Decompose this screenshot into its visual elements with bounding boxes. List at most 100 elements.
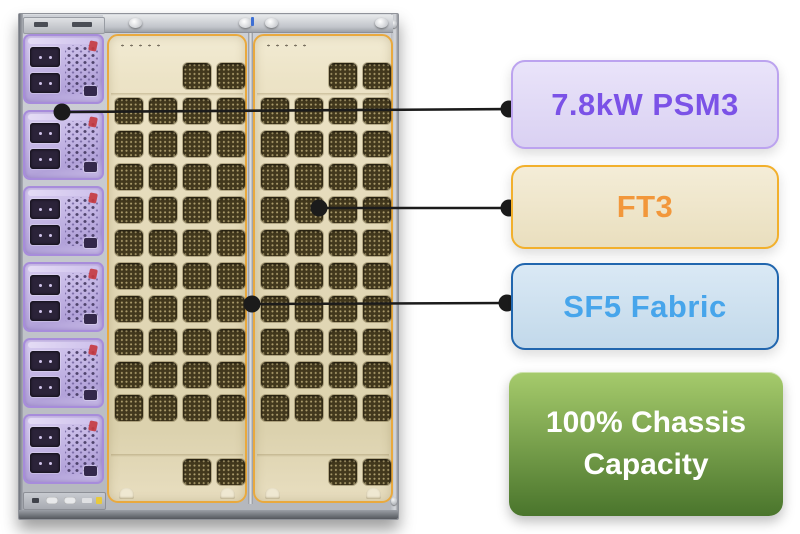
chassis-top-rail xyxy=(103,15,393,33)
vent-tile xyxy=(261,230,289,256)
vent-tile xyxy=(363,131,391,157)
power-inlet xyxy=(30,274,61,295)
vent-tile xyxy=(149,296,177,322)
power-inlet xyxy=(30,452,61,474)
vent-tile xyxy=(295,395,323,421)
vent-tile xyxy=(115,197,143,223)
vent-tile xyxy=(261,395,289,421)
vent-tile xyxy=(183,459,211,485)
fan-tray-door-left xyxy=(107,34,247,503)
port-icon xyxy=(32,498,39,503)
door-handle-knob xyxy=(239,18,252,28)
psm-bottom-panel xyxy=(23,492,106,510)
callout-label-sf5-text: SF5 Fabric xyxy=(563,288,727,324)
vent-tile xyxy=(217,263,245,289)
psm-module xyxy=(23,338,104,408)
vent-tile xyxy=(217,197,245,223)
vent-tile xyxy=(183,263,211,289)
vent-tile xyxy=(363,230,391,256)
vent-tile xyxy=(115,296,143,322)
vent-tile xyxy=(363,296,391,322)
vent-tile xyxy=(261,98,289,124)
power-inlet xyxy=(30,46,61,67)
power-inlet xyxy=(30,224,61,246)
vent-tile xyxy=(115,230,143,256)
vent-tile xyxy=(363,164,391,190)
door-handle-knob xyxy=(129,18,142,28)
vent-tile xyxy=(261,131,289,157)
vent-tile xyxy=(295,329,323,355)
vent-tile xyxy=(261,164,289,190)
door-handle-knob xyxy=(375,18,388,28)
vent-tile xyxy=(183,63,211,89)
psm-module xyxy=(23,186,104,256)
vent-tile xyxy=(295,362,323,388)
psm-column xyxy=(23,34,104,490)
power-inlet xyxy=(30,72,61,94)
vent-tile xyxy=(329,263,357,289)
vent-tile xyxy=(329,362,357,388)
vent-tile xyxy=(363,362,391,388)
power-inlet xyxy=(30,148,61,170)
vent-tile xyxy=(217,395,245,421)
callout-label-ft3-text: FT3 xyxy=(616,189,674,224)
vent-tile xyxy=(149,197,177,223)
power-inlet xyxy=(30,198,61,219)
vent-tile xyxy=(149,230,177,256)
screw-icon xyxy=(391,497,397,505)
door-divider xyxy=(248,33,253,504)
connector-block xyxy=(83,465,97,477)
vent-tile xyxy=(329,197,357,223)
vent-tile xyxy=(363,63,391,89)
vent-tile xyxy=(261,362,289,388)
vent-tile xyxy=(115,395,143,421)
vent-tile xyxy=(295,98,323,124)
port-icon xyxy=(46,497,58,504)
vent-tile xyxy=(329,230,357,256)
connector-block xyxy=(83,313,97,325)
connector-block xyxy=(83,237,97,249)
vent-tile xyxy=(183,131,211,157)
psm-top-plate xyxy=(23,17,105,34)
vent-tile xyxy=(115,164,143,190)
power-inlet xyxy=(30,376,61,398)
vent-tile xyxy=(115,98,143,124)
power-inlet xyxy=(30,300,61,322)
chassis-capacity-badge-text: 100% Chassis Capacity xyxy=(545,406,747,481)
power-inlet xyxy=(30,122,61,143)
connector-block xyxy=(83,389,97,401)
vent-tile xyxy=(261,263,289,289)
vent-tile xyxy=(183,329,211,355)
vent-tile xyxy=(329,459,357,485)
vent-tile xyxy=(183,296,211,322)
vent-tile xyxy=(149,98,177,124)
vent-tile xyxy=(183,98,211,124)
connector-block xyxy=(83,85,97,97)
chassis-photo xyxy=(18,13,399,520)
vent-tile xyxy=(363,459,391,485)
vent-tile xyxy=(329,164,357,190)
vent-tile xyxy=(149,164,177,190)
vent-tile xyxy=(217,63,245,89)
callout-label-psm3: 7.8kW PSM3 xyxy=(511,60,779,149)
vent-tile xyxy=(217,362,245,388)
status-led xyxy=(96,497,102,504)
vent-tile xyxy=(295,164,323,190)
vent-tile xyxy=(363,197,391,223)
screw-icon xyxy=(391,20,397,28)
door-latch xyxy=(220,488,235,499)
vent-tile xyxy=(329,63,357,89)
vent-tile xyxy=(295,296,323,322)
chassis-right-rail xyxy=(391,14,398,519)
vent-tile xyxy=(217,131,245,157)
vent-tile xyxy=(329,329,357,355)
vent-tile xyxy=(295,263,323,289)
vent-tile xyxy=(183,230,211,256)
vent-tile xyxy=(217,459,245,485)
vent-tile xyxy=(149,329,177,355)
led-indicator-row xyxy=(118,43,162,48)
power-inlet xyxy=(30,350,61,371)
vent-tile xyxy=(115,329,143,355)
psm-module xyxy=(23,262,104,332)
